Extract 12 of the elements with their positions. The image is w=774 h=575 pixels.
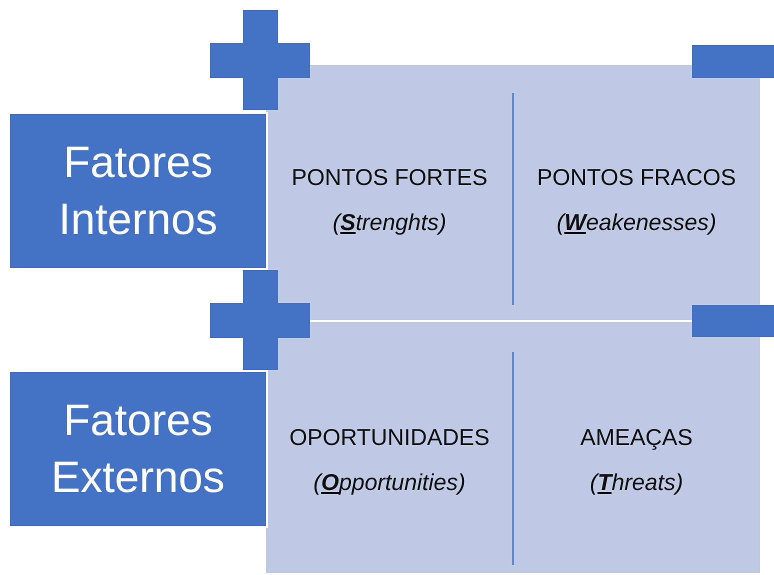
category-label: Fatores Externos [50, 394, 226, 504]
quadrant-subtitle: (Strenghts) [332, 209, 446, 236]
quadrant-heading: PONTOS FORTES [292, 164, 488, 191]
category-box [8, 112, 268, 270]
quadrant-heading: OPORTUNIDADES [289, 424, 490, 451]
quadrant-subtitle: (Weakenesses) [556, 209, 716, 236]
quadrant-subtitle: (Opportunities) [313, 469, 466, 496]
quadrant-heading: PONTOS FRACOS [537, 164, 736, 191]
category-box [8, 370, 268, 528]
category-label: Fatores Internos [58, 136, 218, 246]
quadrant-heading: AMEAÇAS [580, 424, 693, 451]
quadrant-subtitle: (Threats) [590, 469, 684, 496]
